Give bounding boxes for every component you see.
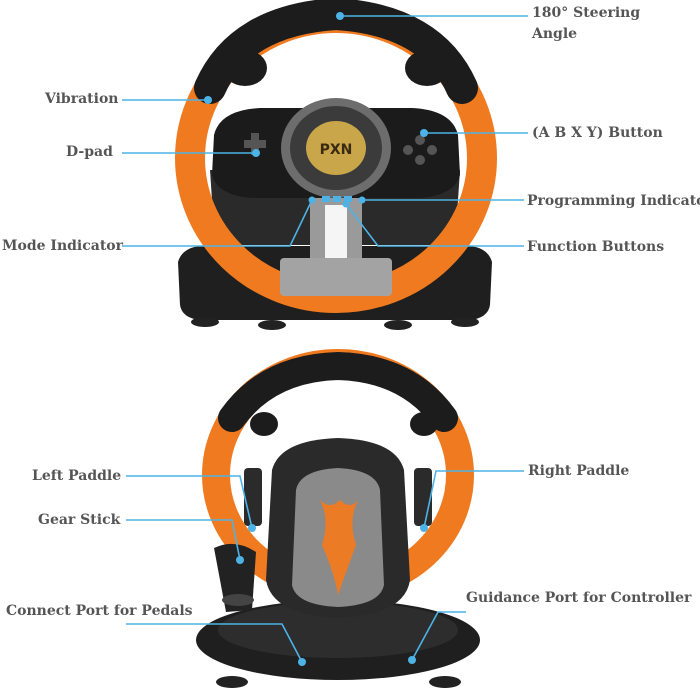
label-left-paddle: Left Paddle bbox=[32, 468, 122, 484]
label-vibration: Vibration bbox=[45, 91, 119, 107]
label-guidance-port: Guidance Port for Controller bbox=[466, 590, 692, 606]
label-dpad: D-pad bbox=[66, 144, 113, 160]
top-wheel: PXN bbox=[175, 0, 497, 330]
top-leader-lines bbox=[122, 12, 528, 247]
label-mode-indicator: Mode Indicator bbox=[2, 238, 124, 254]
label-programming-indicator: Programming Indicator bbox=[527, 193, 700, 209]
label-gear-stick: Gear Stick bbox=[38, 512, 121, 528]
label-connect-port: Connect Port for Pedals bbox=[6, 603, 193, 619]
bottom-leader-lines bbox=[126, 470, 524, 666]
bottom-wheel bbox=[196, 349, 480, 688]
label-steering-angle-line2: Angle bbox=[532, 26, 578, 42]
label-right-paddle: Right Paddle bbox=[528, 463, 630, 479]
label-function-buttons: Function Buttons bbox=[527, 239, 665, 255]
dpad-icon bbox=[244, 133, 266, 155]
abxy-buttons-icon bbox=[403, 135, 437, 165]
label-steering-angle-line1: 180° Steering bbox=[532, 5, 641, 21]
label-abxy-button: (A B X Y) Button bbox=[532, 125, 663, 141]
brand-logo: PXN bbox=[320, 142, 353, 158]
